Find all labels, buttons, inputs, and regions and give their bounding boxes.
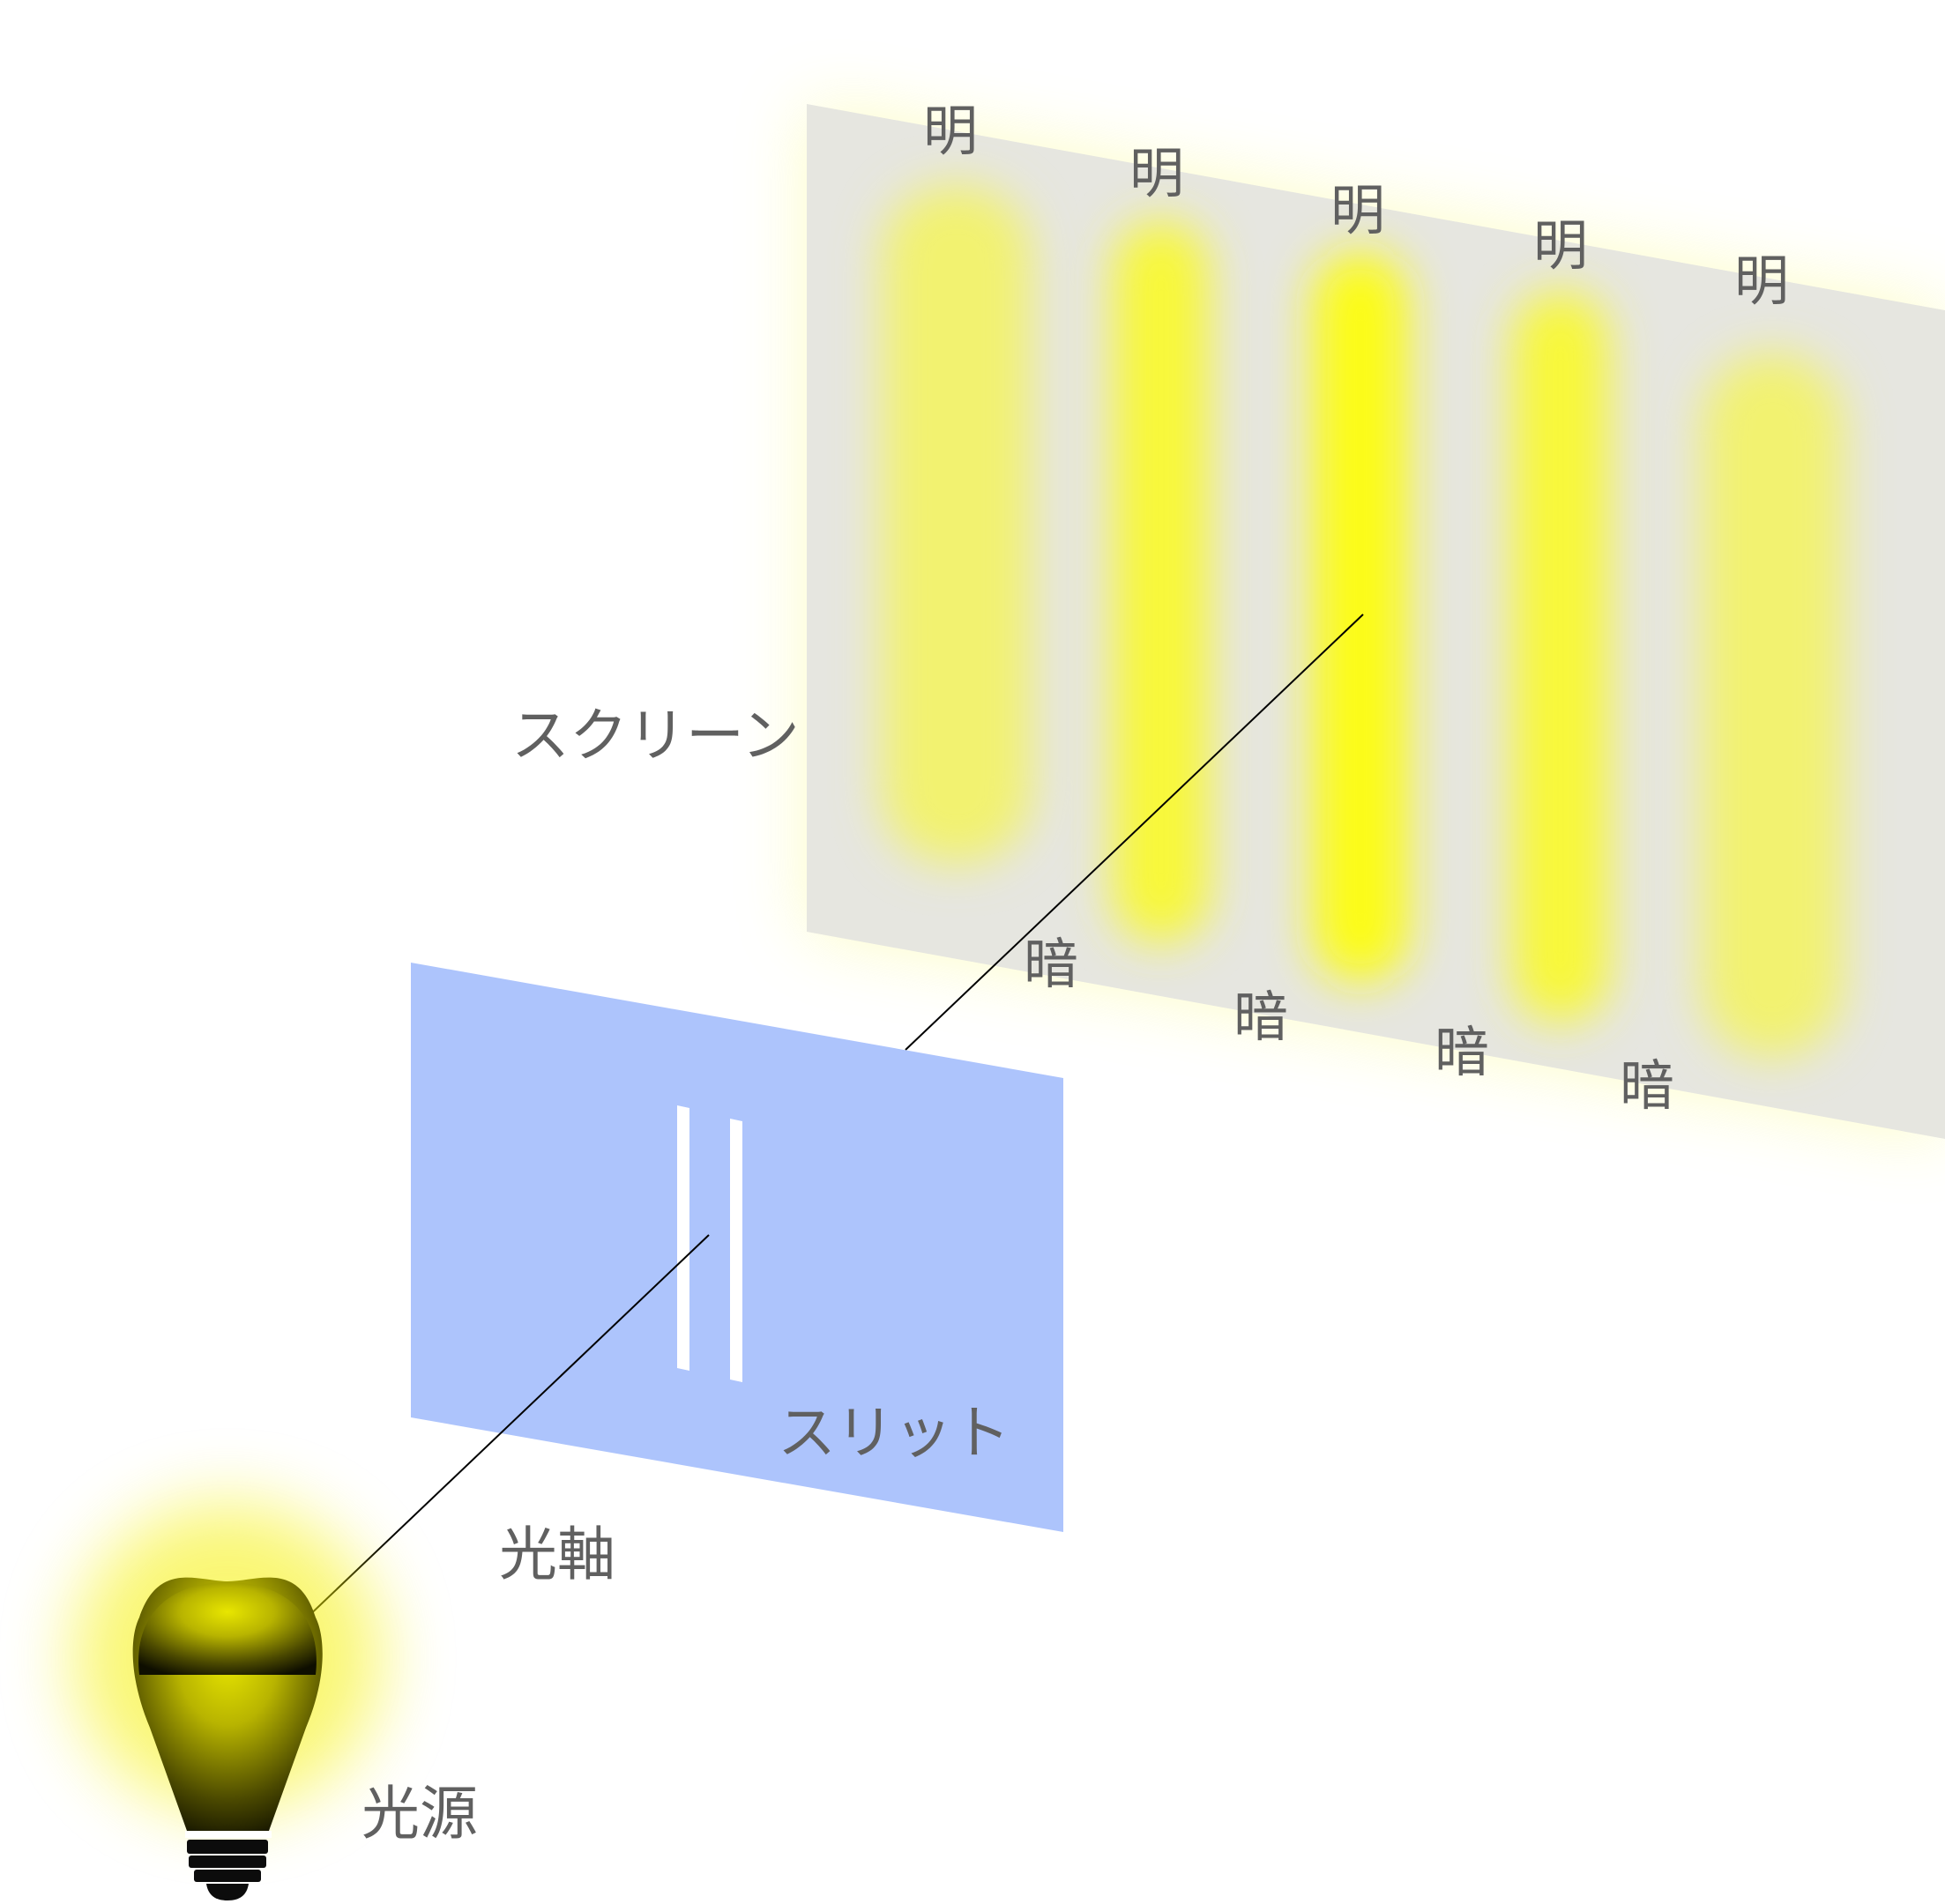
screen-label: スクリーン [511, 702, 800, 770]
bulb-tip [206, 1884, 249, 1900]
bright-label-2: 明 [1129, 141, 1184, 205]
interference-fringes [882, 185, 1843, 1058]
fringe-5 [1702, 353, 1843, 1058]
light-source-label: 光源 [361, 1780, 478, 1848]
bright-label-4: 明 [1533, 213, 1588, 278]
dark-label-3: 暗 [1435, 1020, 1489, 1084]
bright-label-1: 明 [923, 99, 978, 163]
dark-label-4: 暗 [1620, 1053, 1674, 1118]
slit-label: スリット [778, 1399, 1010, 1467]
bulb-base-1 [187, 1840, 268, 1854]
optical-axis-label: 光軸 [499, 1521, 615, 1588]
fringe-4 [1512, 291, 1609, 1023]
bright-label-5: 明 [1734, 249, 1789, 313]
fringe-2 [1113, 220, 1210, 943]
optical-axis-lower [302, 1234, 710, 1623]
optical-axis-upper [905, 614, 1364, 1051]
slit-left [677, 1105, 689, 1371]
bulb-collar [185, 1831, 272, 1838]
fringe-1 [882, 185, 1032, 864]
bulb-base-2 [189, 1856, 266, 1868]
bulb-base-3 [194, 1870, 261, 1882]
light-bulb-icon [73, 1503, 382, 1900]
bright-label-3: 明 [1330, 178, 1385, 242]
bulb-dome [138, 1582, 317, 1675]
dark-label-1: 暗 [1024, 932, 1078, 996]
dark-label-2: 暗 [1233, 985, 1288, 1049]
slit-right [730, 1119, 742, 1382]
